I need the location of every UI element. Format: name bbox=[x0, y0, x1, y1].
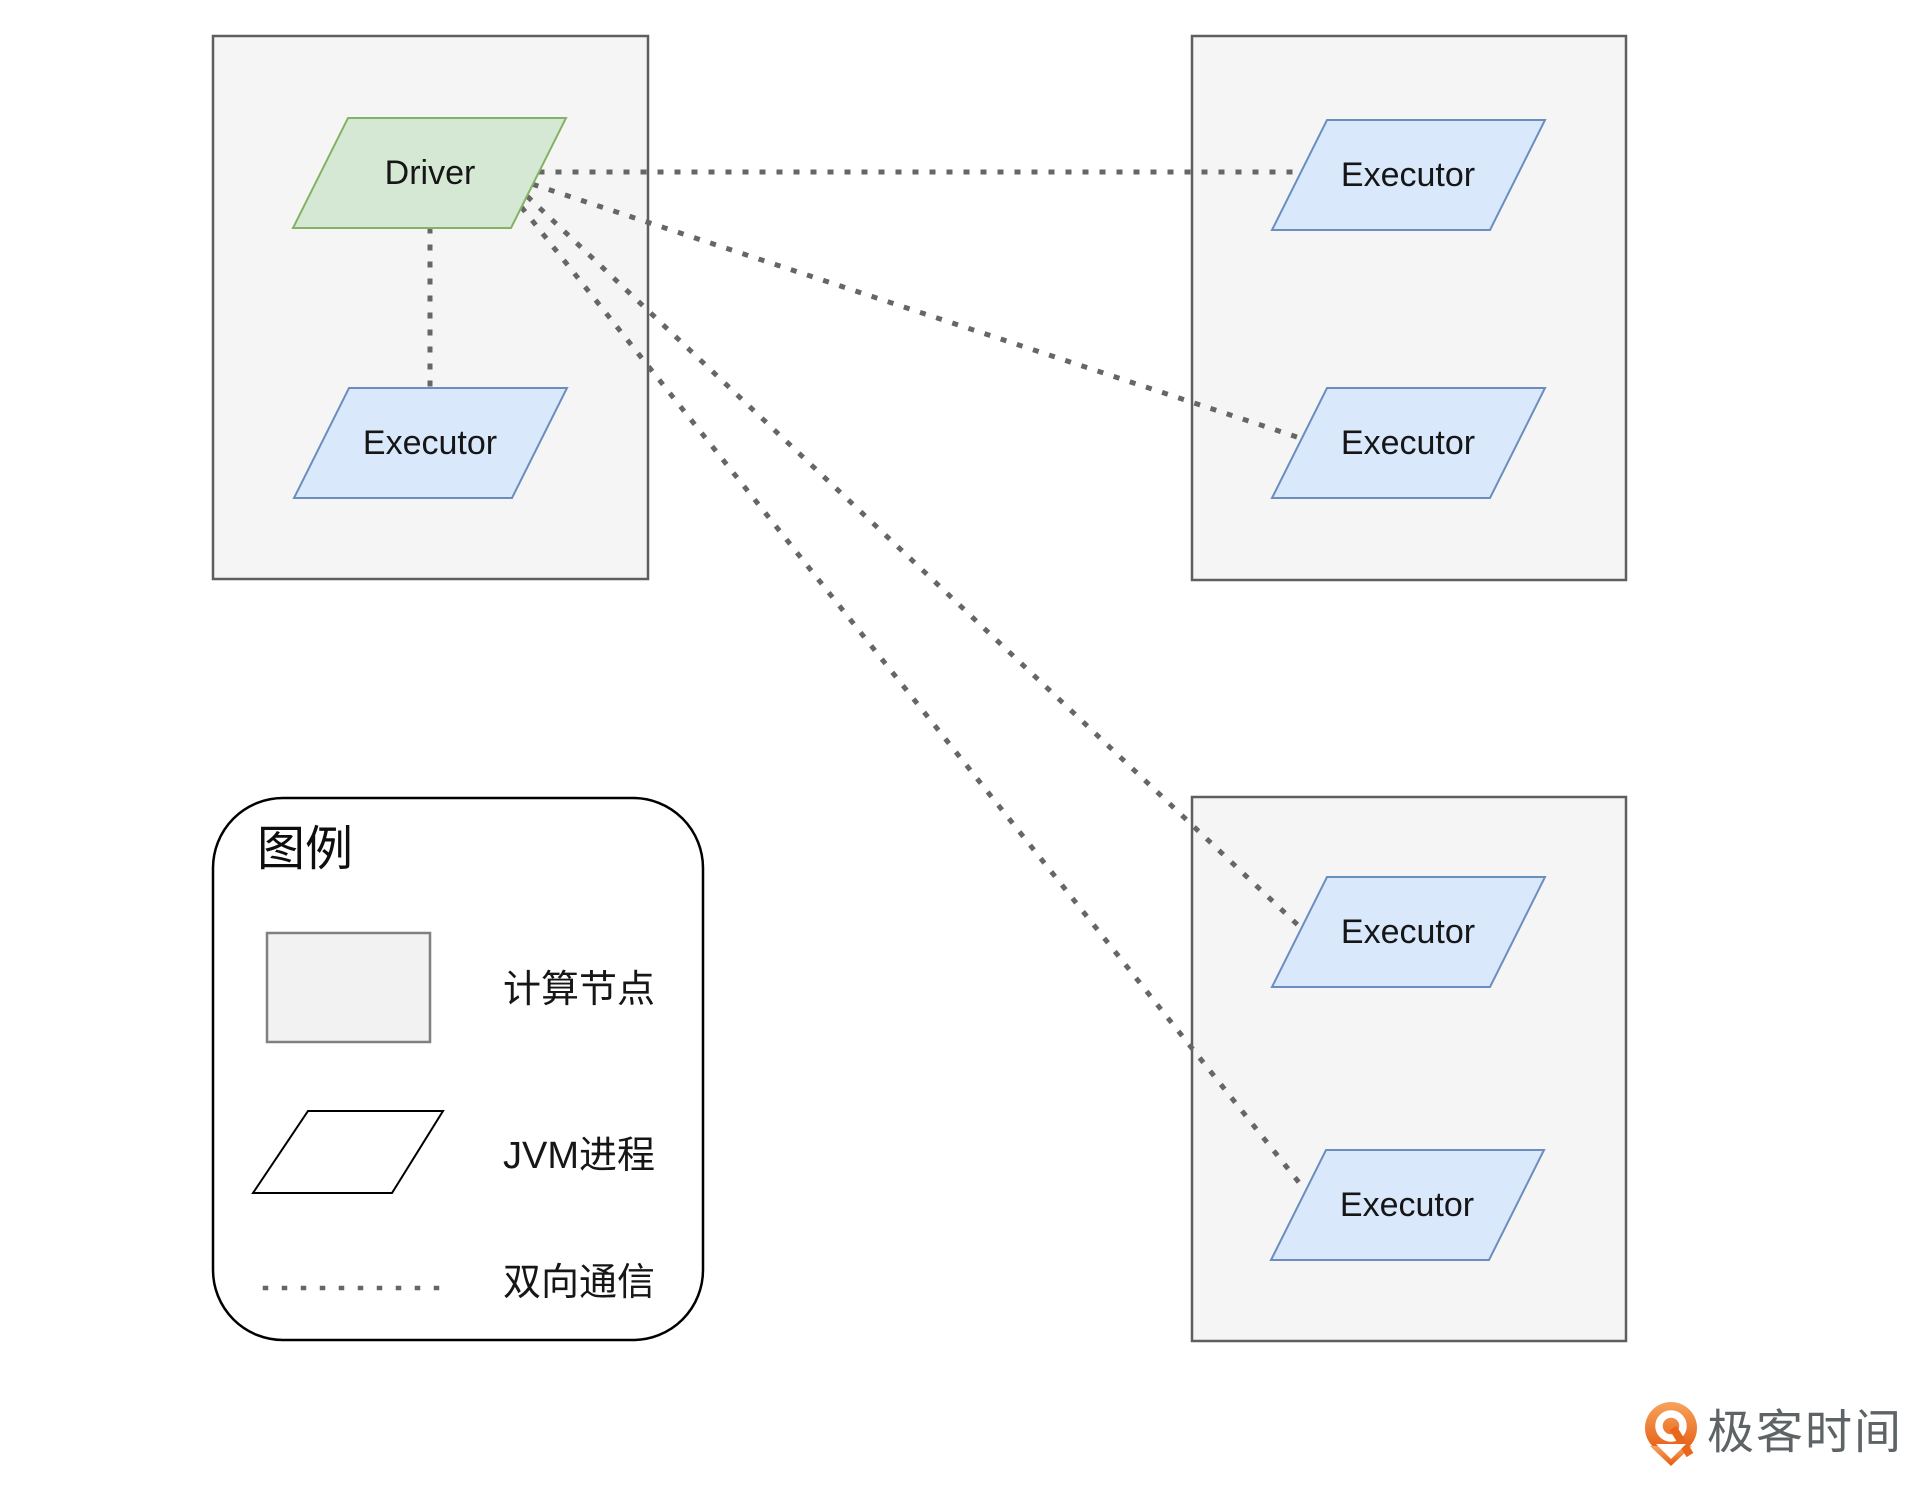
comm-line-driver-to-executor-rb-upper bbox=[525, 194, 1305, 932]
executor-label-left: Executor bbox=[362, 424, 498, 462]
geektime-logo-icon bbox=[1645, 1402, 1697, 1466]
executor-shape-right-top-upper bbox=[1270, 119, 1547, 231]
comm-line-driver-to-executor-rb-lower bbox=[519, 205, 1309, 1194]
executor-label-right-bottom-upper: Executor bbox=[1340, 913, 1476, 951]
executor-shape-right-bottom-upper bbox=[1270, 876, 1547, 988]
legend-label-compute-node: 计算节点 bbox=[503, 969, 656, 1011]
executor-shape-left bbox=[292, 387, 569, 499]
executor-label-right-top-upper: Executor bbox=[1340, 156, 1476, 194]
executor-label-right-bottom-lower: Executor bbox=[1339, 1186, 1475, 1224]
legend-box bbox=[211, 796, 705, 1342]
executor-shape-right-bottom-lower bbox=[1269, 1149, 1546, 1261]
driver-label: Driver bbox=[384, 154, 476, 192]
executor-shape-right-top-lower bbox=[1270, 387, 1547, 499]
legend-jvm-swatch bbox=[251, 1110, 445, 1194]
geektime-brand-text: 极客时间 bbox=[1707, 1405, 1903, 1459]
comm-line-driver-to-executor-rt-lower bbox=[531, 181, 1304, 442]
driver-shape bbox=[291, 117, 568, 229]
legend-title: 图例 bbox=[257, 823, 354, 876]
legend-compute-node-swatch bbox=[265, 931, 432, 1044]
legend-label-bidirectional-comm: 双向通信 bbox=[503, 1262, 656, 1304]
executor-label-right-top-lower: Executor bbox=[1340, 424, 1476, 462]
legend-label-jvm-process: JVM进程 bbox=[503, 1135, 656, 1177]
